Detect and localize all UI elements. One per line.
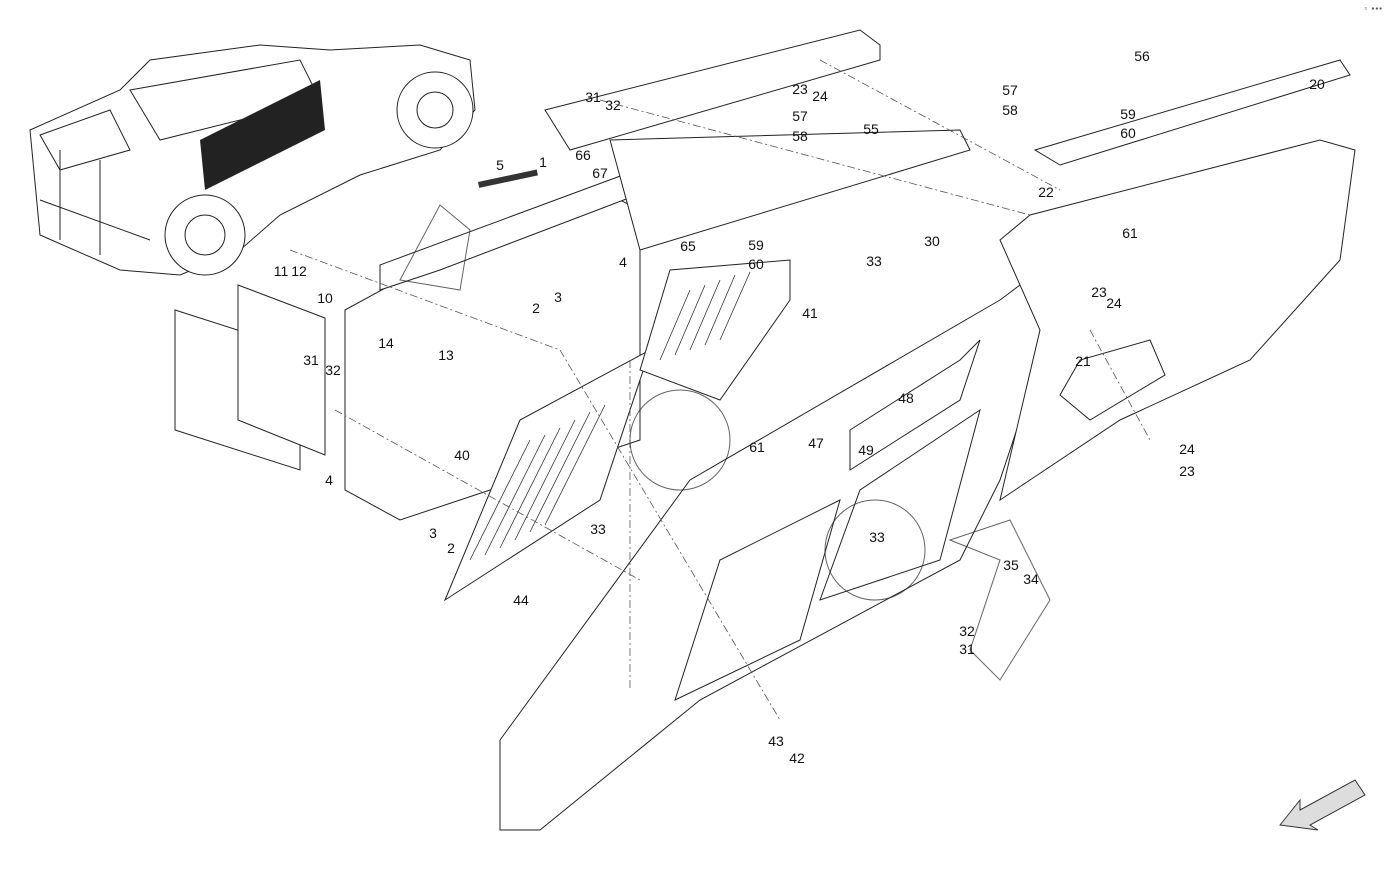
callout-47: 47 (808, 435, 824, 451)
callout-32: 32 (325, 362, 341, 378)
callout-2: 2 (532, 300, 540, 316)
callout-13: 13 (438, 347, 454, 363)
callout-42: 42 (789, 750, 805, 766)
callout-4: 4 (619, 254, 627, 270)
callout-31: 31 (585, 89, 601, 105)
grille-panel-41 (639, 259, 791, 401)
callout-32: 32 (959, 623, 975, 639)
callout-58: 58 (1002, 102, 1018, 118)
callout-11: 11 (274, 263, 289, 279)
callout-23: 23 (1091, 284, 1107, 300)
callout-40: 40 (454, 447, 470, 463)
callout-48: 48 (898, 390, 914, 406)
callout-30: 30 (924, 233, 940, 249)
watermark-autosoft (399, 204, 1051, 681)
callout-57: 57 (1002, 82, 1018, 98)
callout-10: 10 (317, 290, 333, 306)
callout-67: 67 (592, 165, 608, 181)
part-21 (1059, 339, 1166, 421)
callout-14: 14 (378, 335, 394, 351)
callout-24: 24 (1179, 441, 1195, 457)
callout-61: 61 (1122, 225, 1138, 241)
callout-61: 61 (749, 439, 765, 455)
panel-55 (609, 129, 971, 251)
callout-12: 12 (291, 263, 307, 279)
callout-41: 41 (802, 305, 818, 321)
callout-44: 44 (513, 592, 529, 608)
callout-20: 20 (1309, 76, 1325, 92)
housing-cutouts (674, 408, 981, 701)
cover-56 (1033, 59, 1351, 166)
callout-5: 5 (496, 157, 504, 173)
part-5 (477, 169, 538, 188)
callout-60: 60 (748, 256, 764, 272)
callout-34: 34 (1023, 571, 1039, 587)
callout-43: 43 (768, 733, 784, 749)
callout-56: 56 (1134, 48, 1150, 64)
callout-2: 2 (447, 540, 455, 556)
top-beam (544, 29, 881, 151)
callout-23: 23 (1179, 463, 1195, 479)
callout-33: 33 (866, 253, 882, 269)
callout-55: 55 (863, 121, 879, 137)
callout-22: 22 (1038, 184, 1054, 200)
callout-3: 3 (554, 289, 562, 305)
callout-66: 66 (575, 147, 591, 163)
callout-32: 32 (605, 97, 621, 113)
callout-57: 57 (792, 108, 808, 124)
callout-49: 49 (858, 442, 874, 458)
callout-31: 31 (959, 641, 975, 657)
callout-31: 31 (303, 352, 319, 368)
machine-overview-illustration (29, 44, 476, 276)
callout-1: 1 (539, 154, 547, 170)
callout-23: 23 (792, 81, 808, 97)
callout-65: 65 (680, 238, 696, 254)
callout-33: 33 (590, 521, 606, 537)
callout-60: 60 (1120, 125, 1136, 141)
callout-59: 59 (1120, 106, 1136, 122)
callout-24: 24 (812, 88, 828, 104)
callout-33: 33 (869, 529, 885, 545)
callout-24: 24 (1106, 295, 1122, 311)
callout-59: 59 (748, 237, 764, 253)
window-controls-icon[interactable]: ▫ ▪▪▪ (1364, 4, 1383, 13)
bracket-10 (237, 284, 326, 456)
callout-21: 21 (1075, 353, 1091, 369)
callout-58: 58 (792, 128, 808, 144)
callout-4: 4 (325, 472, 333, 488)
callout-3: 3 (429, 525, 437, 541)
orientation-arrow-icon (1279, 779, 1366, 831)
callout-35: 35 (1003, 557, 1019, 573)
plate-47 (849, 339, 981, 471)
